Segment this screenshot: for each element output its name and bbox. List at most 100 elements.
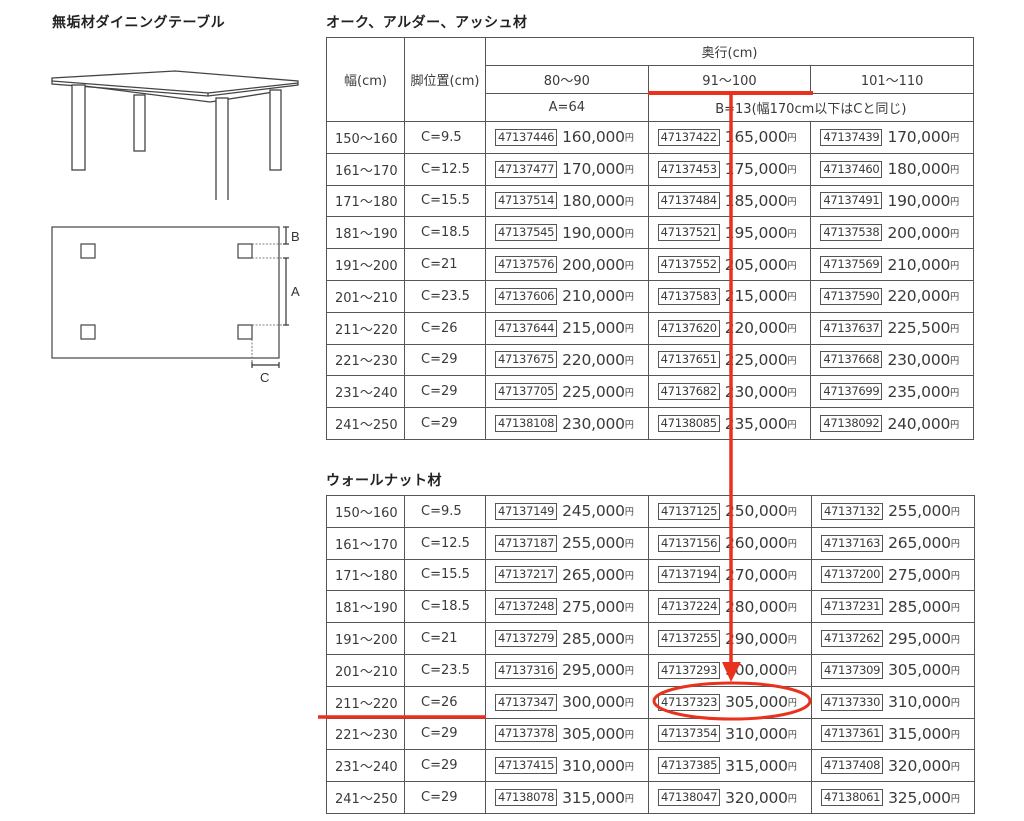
- product-code: 47137255: [658, 630, 721, 648]
- leg-position: C=26: [404, 311, 486, 345]
- price-amount: 220,000: [562, 350, 625, 369]
- leg-position: C=23.5: [404, 653, 486, 687]
- leg-position: C=15.5: [404, 558, 486, 592]
- product-code: 47137330: [821, 693, 884, 711]
- width-range: 171〜180: [326, 558, 405, 592]
- product-code: 47137378: [495, 725, 558, 743]
- yen-symbol: 円: [787, 603, 797, 614]
- product-code: 47137606: [495, 287, 558, 305]
- product-code: 47137576: [495, 256, 558, 274]
- yen-symbol: 円: [787, 229, 797, 240]
- leg-position: C=29: [404, 781, 486, 814]
- yen-symbol: 円: [624, 324, 634, 335]
- price-amount: 295,000: [888, 629, 951, 648]
- yen-symbol: 円: [787, 730, 797, 741]
- price-amount: 180,000: [887, 160, 951, 179]
- product-code: 47137156: [658, 534, 721, 552]
- width-range: 231〜240: [326, 749, 405, 783]
- product-code: 47137552: [657, 256, 720, 274]
- price-amount: 225,000: [562, 382, 625, 401]
- price-amount: 215,000: [724, 287, 788, 306]
- product-code: 47137675: [495, 351, 558, 369]
- price-amount: 265,000: [888, 534, 951, 553]
- yen-symbol: 円: [624, 507, 634, 518]
- product-code: 47137354: [658, 725, 721, 743]
- price-amount: 310,000: [888, 693, 951, 712]
- dining-table-illustration: [51, 70, 299, 200]
- product-code: 47137200: [821, 566, 884, 584]
- price-amount: 225,500: [887, 319, 951, 338]
- product-code: 47137422: [657, 128, 720, 146]
- yen-symbol: 円: [950, 571, 960, 582]
- width-range: 231〜240: [326, 375, 405, 409]
- product-code: 47137149: [495, 502, 558, 520]
- yen-symbol: 円: [624, 292, 634, 303]
- width-range: 221〜230: [326, 717, 405, 751]
- product-code: 47137194: [658, 566, 721, 584]
- yen-symbol: 円: [787, 261, 797, 272]
- yen-symbol: 円: [787, 507, 797, 518]
- price-amount: 305,000: [888, 661, 951, 680]
- yen-symbol: 円: [624, 539, 634, 550]
- yen-symbol: 円: [950, 635, 960, 646]
- width-range: 191〜200: [326, 622, 405, 655]
- yen-symbol: 円: [950, 507, 960, 518]
- price-amount: 260,000: [725, 534, 788, 553]
- leg-position: C=29: [404, 407, 486, 440]
- yen-symbol: 円: [624, 133, 634, 144]
- product-code: 47137484: [657, 192, 720, 210]
- width-range: 161〜170: [326, 526, 405, 560]
- price-amount: 270,000: [725, 565, 788, 584]
- price-amount: 255,000: [888, 502, 951, 521]
- yen-symbol: 円: [950, 420, 960, 431]
- yen-symbol: 円: [787, 420, 797, 431]
- leg-position: C=29: [404, 343, 486, 377]
- yen-symbol: 円: [624, 730, 634, 741]
- product-code: 47137637: [820, 319, 883, 337]
- price-amount: 165,000: [724, 128, 788, 147]
- price-amount: 285,000: [888, 597, 951, 616]
- yen-symbol: 円: [950, 133, 960, 144]
- label-a: A: [291, 284, 300, 299]
- leg-position: C=21: [404, 622, 486, 655]
- price-amount: 180,000: [562, 191, 625, 210]
- price-amount: 295,000: [562, 661, 625, 680]
- price-amount: 210,000: [887, 255, 951, 274]
- section-title-oak: オーク、アルダー、アッシュ材: [326, 15, 528, 31]
- price-amount: 320,000: [888, 756, 951, 775]
- price-amount: 315,000: [562, 788, 625, 807]
- price-amount: 220,000: [724, 319, 788, 338]
- width-range: 181〜190: [326, 590, 405, 624]
- yen-symbol: 円: [787, 539, 797, 550]
- yen-symbol: 円: [787, 794, 797, 805]
- yen-symbol: 円: [624, 698, 634, 709]
- price-amount: 305,000: [562, 724, 625, 743]
